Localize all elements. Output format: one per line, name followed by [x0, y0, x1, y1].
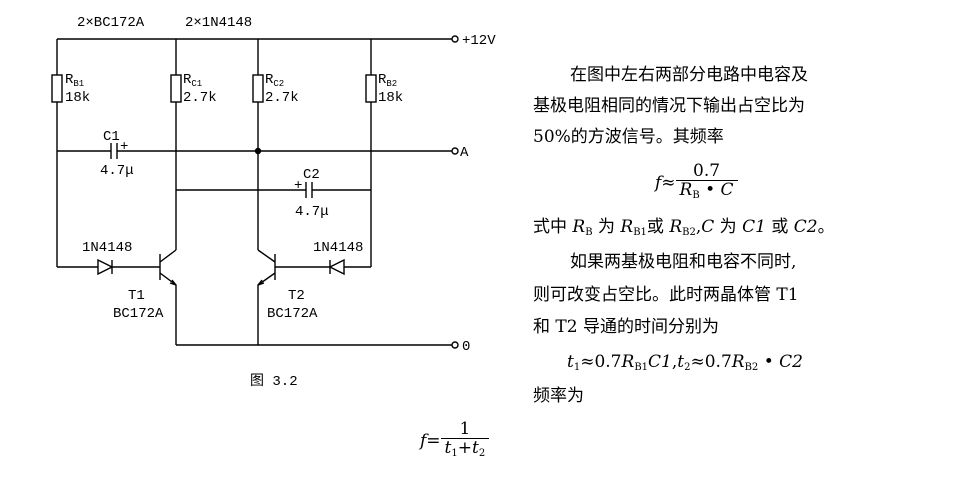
output-0-terminal — [451, 341, 459, 349]
t2-name: T2 — [288, 288, 305, 304]
c1-name: C1 — [103, 129, 120, 145]
rb2-name: RB2 — [378, 72, 397, 89]
paragraph-3-line-2: 则可改变占空比。此时两晶体管 T1 — [533, 285, 799, 305]
figure-caption: 图 3.2 — [250, 374, 298, 390]
c2-capacitor — [305, 182, 313, 198]
d1-diode — [97, 258, 114, 276]
d2-diode — [328, 258, 345, 276]
output-0-label: 0 — [462, 339, 470, 355]
output-a-label: A — [460, 145, 469, 161]
paragraph-4: 频率为 — [533, 386, 584, 406]
c1-plus: + — [120, 139, 128, 155]
rb2-value: 18k — [378, 90, 403, 106]
paragraph-3-line-3: 和 T2 导通的时间分别为 — [533, 317, 719, 337]
circuit-schematic: 2×BC172A 2×1N4148 +12V A 0 RB1 18k RC1 2… — [51, 15, 496, 390]
paragraph-2: 式中 RB 为 RB1或 RB2,C 为 C1 或 C2。 — [533, 217, 835, 238]
conduction-time-equation: t1≈0.7RB1C1,t2≈0.7RB2 • C2 — [567, 352, 803, 373]
output-a-terminal — [451, 147, 459, 155]
c2-value: 4.7μ — [295, 204, 329, 220]
transistor-note: 2×BC172A — [77, 15, 145, 31]
supply-label: +12V — [462, 33, 496, 49]
rb1-value: 18k — [65, 90, 90, 106]
supply-terminal — [451, 35, 459, 43]
rc2-value: 2.7k — [265, 90, 299, 106]
c2-plus: + — [294, 178, 302, 194]
rb1-resistor — [51, 74, 63, 103]
diode-note: 2×1N4148 — [185, 15, 252, 31]
paragraph-1-line-2: 基极电阻相同的情况下输出占空比为 — [533, 96, 805, 116]
rb1-name: RB1 — [65, 72, 84, 89]
t1-part: BC172A — [113, 306, 164, 322]
c1-capacitor — [110, 143, 118, 159]
rc1-resistor — [170, 74, 182, 103]
paragraph-1-line-3: 50%的方波信号。其频率 — [533, 127, 724, 147]
c1-value: 4.7μ — [100, 163, 134, 179]
rb2-resistor — [365, 74, 377, 103]
paragraph-1-line-1: 在图中左右两部分电路中电容及 — [570, 65, 808, 85]
t2-part: BC172A — [267, 306, 318, 322]
d1-label: 1N4148 — [82, 240, 132, 256]
rc2-resistor — [252, 74, 264, 103]
d2-label: 1N4148 — [313, 240, 363, 256]
c2-name: C2 — [303, 167, 320, 183]
t1-name: T1 — [128, 288, 145, 304]
paragraph-3-line-1: 如果两基极电阻和电容不同时, — [570, 252, 797, 272]
rc2-name: RC2 — [265, 72, 284, 89]
rc1-name: RC1 — [183, 72, 202, 89]
rc1-value: 2.7k — [183, 90, 217, 106]
